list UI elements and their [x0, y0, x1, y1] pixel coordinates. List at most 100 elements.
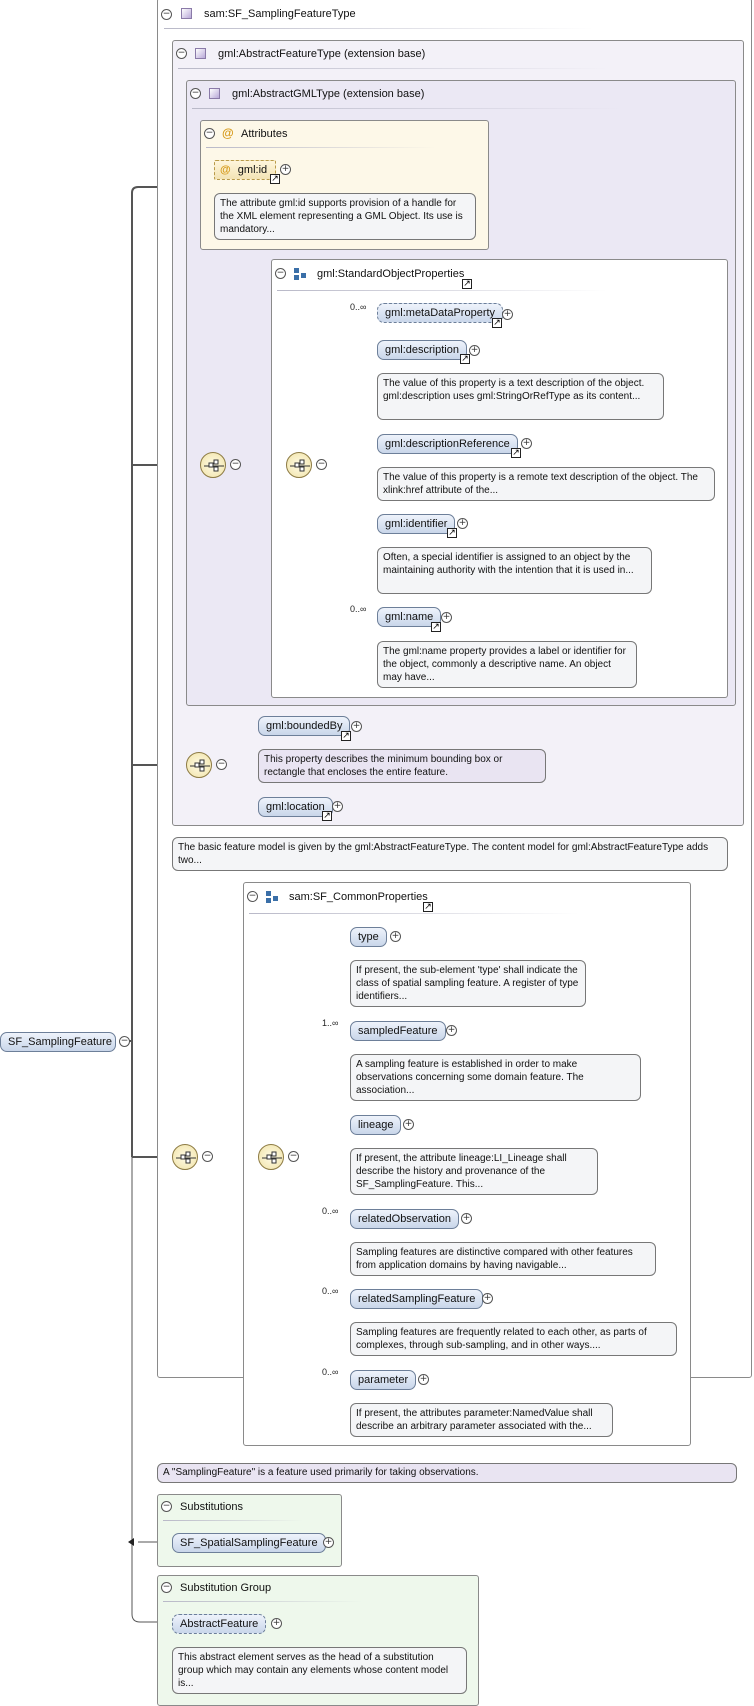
group-icon — [294, 268, 306, 280]
complex-type-icon — [195, 48, 206, 59]
attribute-gml-id-label: gml:id — [237, 164, 268, 176]
collapse-sequence[interactable]: − — [316, 459, 327, 470]
element-lineage[interactable]: lineage — [350, 1115, 402, 1135]
sequence-compositor-icon — [200, 452, 226, 478]
link-icon[interactable]: ↗ — [423, 902, 433, 912]
expand-sampledfeature[interactable]: + — [446, 1025, 457, 1036]
substitutions-title: Substitutions — [180, 1501, 243, 1513]
collapse-abstract-gml-type[interactable]: − — [190, 88, 201, 99]
gml-description-note: The value of this property is a text des… — [377, 373, 664, 420]
expand-lineage[interactable]: + — [403, 1119, 414, 1130]
sequence-compositor-icon — [258, 1144, 284, 1170]
expand-gml-descriptionreference[interactable]: + — [521, 438, 532, 449]
link-icon[interactable]: ↗ — [460, 354, 470, 364]
element-gml-descriptionreference[interactable]: gml:descriptionReference — [377, 434, 518, 454]
element-gml-description[interactable]: gml:description — [377, 340, 467, 360]
sequence-compositor-icon — [186, 752, 212, 778]
header-divider — [163, 1601, 363, 1602]
element-relatedobservation[interactable]: relatedObservation — [350, 1209, 459, 1229]
link-icon[interactable]: ↗ — [462, 279, 472, 289]
header-divider — [206, 147, 436, 148]
element-gml-identifier[interactable]: gml:identifier — [377, 514, 456, 534]
expand-gml-metadataproperty[interactable]: + — [502, 309, 513, 320]
cardinality-label: 0..∞ — [350, 604, 367, 614]
header-divider — [178, 68, 608, 69]
expand-gml-boundedby[interactable]: + — [351, 721, 362, 732]
gml-identifier-note: Often, a special identifier is assigned … — [377, 547, 652, 594]
element-gml-location[interactable]: gml:location — [258, 797, 333, 817]
link-icon[interactable]: ↗ — [322, 811, 332, 821]
collapse-sequence[interactable]: − — [202, 1151, 213, 1162]
substitutions-box — [157, 1494, 342, 1567]
expand-gml-description[interactable]: + — [469, 345, 480, 356]
expand-relatedsamplingfeature[interactable]: + — [482, 1293, 493, 1304]
link-icon[interactable]: ↗ — [511, 448, 521, 458]
common-properties-label: sam:SF_CommonProperties — [289, 891, 428, 903]
header-divider — [277, 290, 607, 291]
link-icon[interactable]: ↗ — [492, 318, 502, 328]
expand-gml-id[interactable]: + — [280, 164, 291, 175]
collapse-standard-object-properties[interactable]: − — [275, 268, 286, 279]
collapse-sequence[interactable]: − — [288, 1151, 299, 1162]
sequence-compositor-icon — [286, 452, 312, 478]
sequence-compositor-icon — [172, 1144, 198, 1170]
complex-type-icon — [181, 8, 192, 19]
collapse-common-properties[interactable]: − — [247, 891, 258, 902]
expand-gml-identifier[interactable]: + — [457, 518, 468, 529]
element-abstractfeature[interactable]: AbstractFeature — [172, 1614, 267, 1634]
element-sampledfeature[interactable]: sampledFeature — [350, 1021, 446, 1041]
collapse-sequence[interactable]: − — [230, 459, 241, 470]
collapse-root-element[interactable]: − — [119, 1036, 130, 1047]
link-icon[interactable]: ↗ — [341, 731, 351, 741]
header-divider — [164, 28, 594, 29]
link-icon[interactable]: ↗ — [431, 622, 441, 632]
attribute-icon: @ — [220, 164, 231, 176]
element-gml-boundedby[interactable]: gml:boundedBy — [258, 716, 351, 736]
header-divider — [163, 1520, 303, 1521]
gml-boundedby-note: This property describes the minimum boun… — [258, 749, 546, 783]
gml-name-note: The gml:name property provides a label o… — [377, 641, 637, 688]
attribute-icon: @ — [222, 126, 234, 140]
header-divider — [249, 913, 579, 914]
substitution-group-title: Substitution Group — [180, 1582, 272, 1594]
root-type-label: sam:SF_SamplingFeatureType — [204, 8, 356, 20]
collapse-attributes[interactable]: − — [204, 128, 215, 139]
cardinality-label: 1..∞ — [322, 1018, 339, 1028]
feature-type-note: The basic feature model is given by the … — [172, 837, 728, 871]
sampledfeature-note: A sampling feature is established in ord… — [350, 1054, 641, 1101]
relatedobservation-note: Sampling features are distinctive compar… — [350, 1242, 656, 1276]
group-icon — [266, 891, 278, 903]
expand-sf-spatialsamplingfeature[interactable]: + — [323, 1537, 334, 1548]
cardinality-label: 0..∞ — [322, 1206, 339, 1216]
link-icon[interactable]: ↗ — [447, 528, 457, 538]
element-parameter[interactable]: parameter — [350, 1370, 417, 1390]
element-sf-spatialsamplingfeature[interactable]: SF_SpatialSamplingFeature — [172, 1533, 326, 1553]
expand-parameter[interactable]: + — [418, 1374, 429, 1385]
gml-id-note: The attribute gml:id supports provision … — [214, 193, 476, 240]
abstract-gml-type-label: gml:AbstractGMLType (extension base) — [232, 88, 425, 100]
gml-descriptionreference-note: The value of this property is a remote t… — [377, 467, 715, 501]
element-gml-name[interactable]: gml:name — [377, 607, 442, 627]
expand-type[interactable]: + — [390, 931, 401, 942]
collapse-sequence[interactable]: − — [216, 759, 227, 770]
element-type[interactable]: type — [350, 927, 387, 947]
link-icon[interactable]: ↗ — [270, 174, 280, 184]
expand-gml-name[interactable]: + — [441, 612, 452, 623]
expand-gml-location[interactable]: + — [332, 801, 343, 812]
lineage-note: If present, the attribute lineage:LI_Lin… — [350, 1148, 598, 1195]
attribute-gml-id[interactable]: @ gml:id — [214, 160, 276, 180]
collapse-substitution-group[interactable]: − — [161, 1582, 172, 1593]
element-gml-metadataproperty[interactable]: gml:metaDataProperty — [377, 303, 504, 323]
collapse-abstract-feature-type[interactable]: − — [176, 48, 187, 59]
expand-relatedobservation[interactable]: + — [461, 1213, 472, 1224]
cardinality-label: 0..∞ — [322, 1286, 339, 1296]
root-element-note: A "SamplingFeature" is a feature used pr… — [157, 1463, 737, 1483]
root-element-sf-samplingfeature[interactable]: SF_SamplingFeature — [0, 1032, 116, 1052]
expand-abstractfeature[interactable]: + — [271, 1618, 282, 1629]
relatedsamplingfeature-note: Sampling features are frequently related… — [350, 1322, 677, 1356]
element-relatedsamplingfeature[interactable]: relatedSamplingFeature — [350, 1289, 484, 1309]
collapse-root-type[interactable]: − — [161, 9, 172, 20]
parameter-note: If present, the attributes parameter:Nam… — [350, 1403, 613, 1437]
collapse-substitutions[interactable]: − — [161, 1501, 172, 1512]
complex-type-icon — [209, 88, 220, 99]
